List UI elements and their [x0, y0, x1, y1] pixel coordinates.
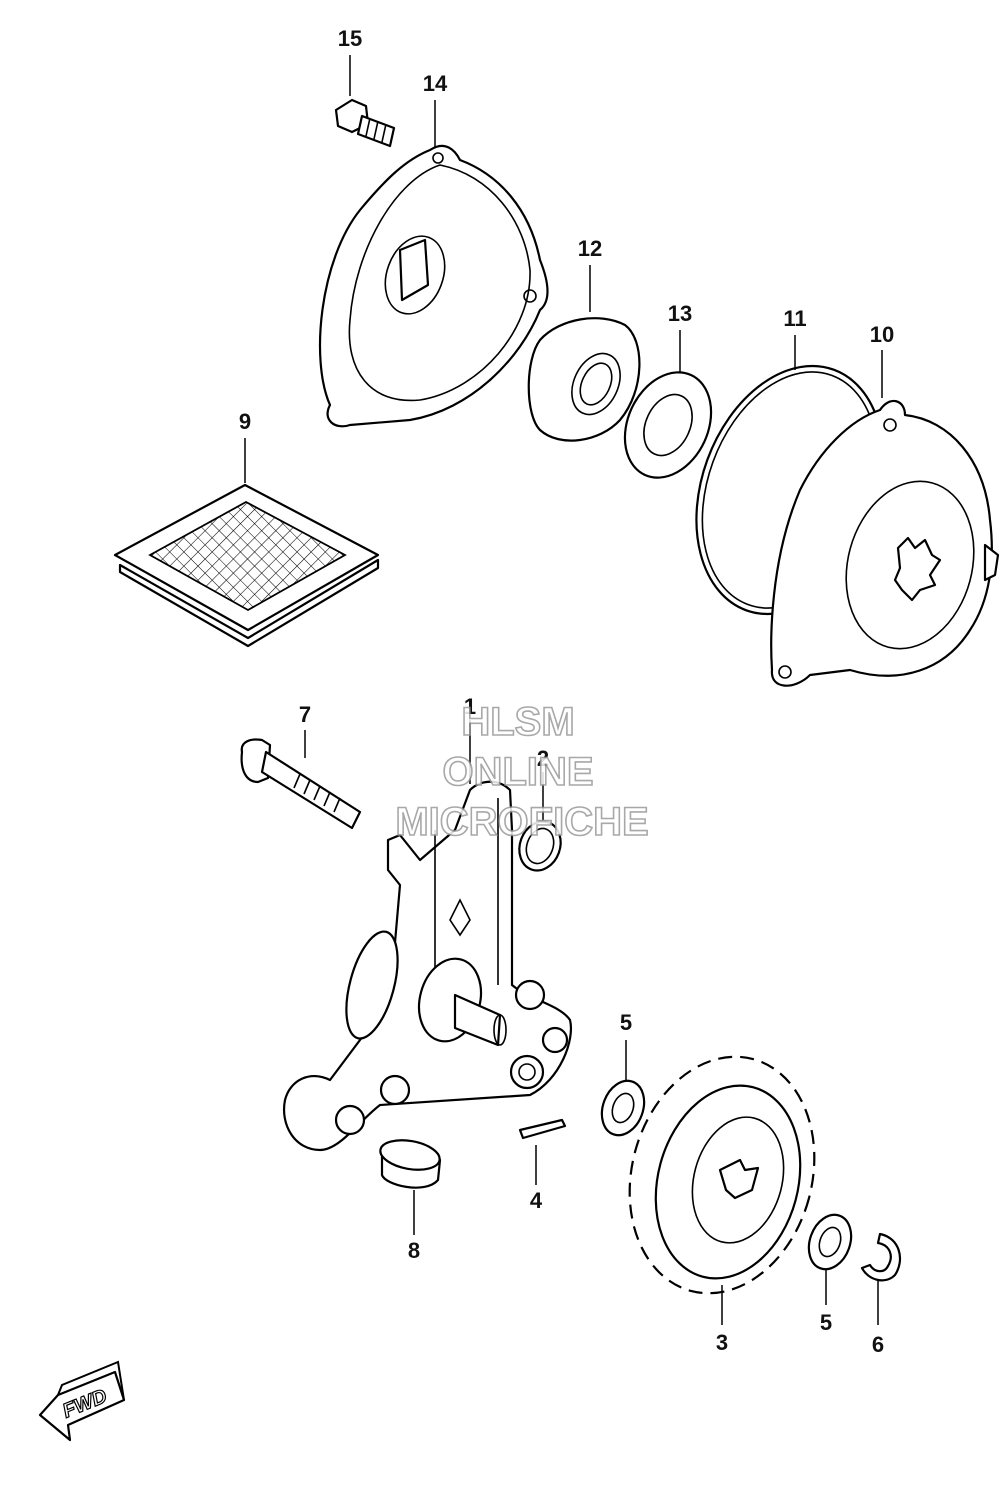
- pin-4: [518, 1118, 567, 1140]
- callout-10: 10: [870, 322, 894, 347]
- gear-3: [628, 1055, 816, 1295]
- callout-1: 1: [464, 694, 476, 719]
- cover-14: [318, 144, 549, 428]
- leader-lines: [244, 55, 883, 1325]
- washer-5-lower: [807, 1213, 853, 1271]
- callout-8: 8: [408, 1238, 420, 1263]
- watermark-line2: ONLINE: [442, 750, 593, 794]
- pump-body-1: [282, 780, 573, 1152]
- callout-14: 14: [423, 71, 448, 96]
- callout-3: 3: [716, 1330, 728, 1355]
- callout-5-upper: 5: [620, 1010, 632, 1035]
- filter-screen-9: [113, 483, 380, 648]
- washer-5-upper: [600, 1079, 646, 1137]
- callout-6: 6: [872, 1332, 884, 1357]
- bolt-15: [334, 98, 396, 148]
- callout-5-lower: 5: [820, 1310, 832, 1335]
- washer-13: [623, 371, 713, 479]
- callout-2: 2: [537, 746, 549, 771]
- callout-4: 4: [530, 1188, 543, 1213]
- callout-labels: 15 14 12 13 11 10 9 7 1 2 5 4 8 3 5 6: [239, 26, 894, 1357]
- callout-7: 7: [299, 702, 311, 727]
- bushing-8: [379, 1139, 442, 1189]
- o-ring-2: [518, 820, 562, 872]
- pump-housing-10: [770, 399, 1000, 687]
- callout-11: 11: [783, 306, 806, 331]
- e-clip-6: [860, 1232, 902, 1282]
- callout-13: 13: [668, 301, 692, 326]
- callout-9: 9: [239, 409, 251, 434]
- callout-12: 12: [578, 236, 602, 261]
- watermark: HLSM ONLINE MICROFICHE: [395, 699, 650, 845]
- fwd-direction-badge: FWD: [38, 1360, 126, 1442]
- bolt-7: [240, 738, 362, 830]
- seal-12: [527, 317, 641, 442]
- callout-15: 15: [338, 26, 362, 51]
- watermark-line1: HLSM: [461, 700, 574, 744]
- watermark-line3: MICROFICHE: [395, 800, 648, 844]
